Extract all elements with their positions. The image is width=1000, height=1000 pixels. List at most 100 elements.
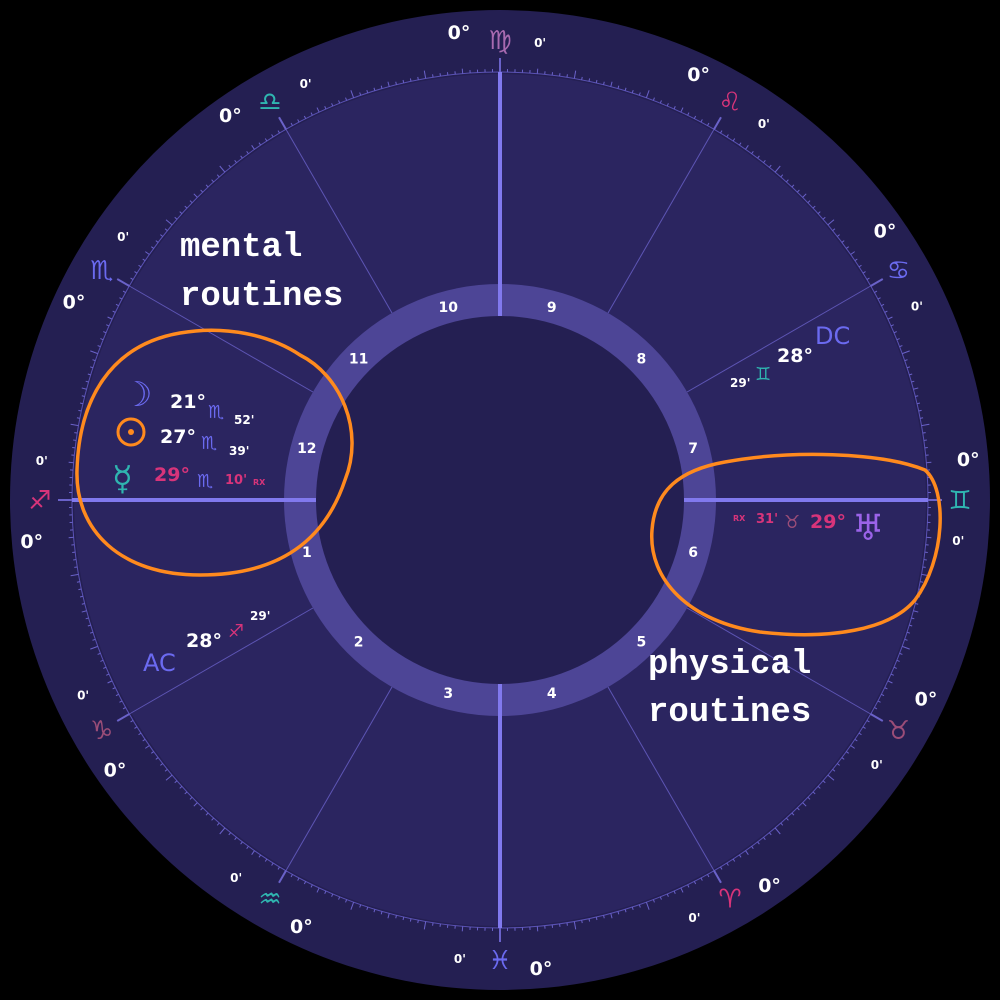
sign-marker-virgo: ♍0°0' — [448, 22, 546, 72]
degree-tick — [106, 324, 110, 327]
degree-tick — [617, 911, 620, 915]
degree-tick — [638, 904, 641, 908]
taurus-minute: 0' — [871, 758, 883, 772]
mercury-degree: 29° — [154, 464, 190, 486]
cancer-icon: ♋ — [887, 256, 910, 286]
physical-routines-note: physical routines — [648, 646, 811, 732]
house-number-4: 4 — [547, 686, 557, 702]
sign-marker-scorpio: ♏0°0' — [63, 230, 130, 313]
degree-tick — [115, 693, 119, 697]
degree-tick — [841, 757, 845, 760]
degree-tick — [97, 652, 101, 655]
degree-tick — [380, 85, 383, 89]
degree-tick — [841, 240, 845, 243]
sign-cusp-tick — [278, 870, 287, 884]
degree-tick — [850, 745, 855, 749]
degree-tick — [893, 666, 897, 669]
degree-tick — [780, 822, 784, 826]
degree-tick — [812, 791, 816, 795]
degree-tick — [906, 366, 911, 369]
degree-tick — [417, 76, 419, 80]
leo-minute: 0' — [758, 117, 770, 131]
degree-tick — [652, 899, 655, 903]
degree-tick — [160, 234, 164, 237]
mercury-retrograde: RX — [253, 478, 266, 487]
degree-tick — [200, 807, 204, 811]
moon-degree: 21° — [170, 391, 206, 413]
degree-tick — [251, 850, 255, 855]
degree-tick — [902, 645, 910, 650]
pisces-degree: 0° — [530, 958, 553, 980]
degree-tick — [666, 893, 669, 897]
degree-tick — [81, 610, 87, 613]
degree-tick — [850, 251, 855, 255]
degree-tick — [693, 115, 697, 119]
uranus-sign-icon: ♉ — [784, 512, 800, 533]
degree-tick — [87, 373, 91, 376]
uranus-minute: 31' — [756, 512, 778, 527]
gemini-degree: 0° — [957, 449, 980, 471]
moon-sign-icon: ♏ — [208, 402, 224, 423]
degree-tick — [807, 796, 811, 800]
degree-tick — [680, 107, 684, 113]
scorpio-icon: ♏ — [90, 256, 113, 286]
degree-tick — [624, 87, 627, 91]
degree-tick — [211, 179, 214, 183]
degree-tick — [258, 854, 262, 858]
degree-tick — [836, 234, 840, 237]
cancer-degree: 0° — [874, 220, 897, 242]
degree-tick — [409, 78, 412, 82]
degree-tick — [310, 884, 313, 888]
degree-tick — [693, 881, 697, 885]
degree-tick — [179, 786, 183, 789]
degree-tick — [817, 786, 821, 789]
degree-tick — [896, 338, 900, 341]
degree-tick — [100, 659, 104, 662]
degree-tick — [638, 92, 641, 96]
degree-tick — [193, 193, 198, 198]
degree-tick — [874, 707, 878, 710]
chart-center — [316, 316, 684, 684]
degree-tick — [890, 324, 894, 327]
degree-tick — [915, 603, 919, 605]
degree-tick — [738, 142, 742, 146]
sign-cusp-tick — [278, 116, 287, 130]
sign-marker-capricorn: ♑0°0' — [77, 688, 130, 782]
degree-tick — [732, 138, 736, 142]
degree-tick — [112, 310, 116, 313]
degree-tick — [745, 850, 749, 855]
sign-cusp-tick — [870, 713, 884, 722]
degree-tick — [659, 100, 662, 104]
degree-tick — [184, 791, 188, 795]
degree-tick — [417, 920, 419, 924]
house-cusp-lines — [129, 129, 871, 871]
cancer-minute: 0' — [911, 300, 923, 314]
degree-tick — [103, 666, 107, 669]
degree-tick — [90, 645, 98, 650]
degree-tick — [303, 881, 307, 885]
degree-tick — [573, 70, 577, 79]
degree-tick — [380, 911, 383, 915]
degree-tick — [854, 738, 858, 742]
degree-tick — [845, 751, 849, 754]
degree-tick — [707, 874, 710, 878]
degree-tick — [822, 216, 826, 220]
degree-tick — [890, 673, 894, 676]
degree-tick — [264, 138, 268, 142]
degree-tick — [164, 228, 168, 232]
planet-sun: 27° ♏ 39' — [116, 417, 249, 458]
planet-mercury: ☿ 29° ♏ 10' RX — [112, 459, 266, 499]
degree-tick — [130, 720, 134, 723]
degree-tick — [680, 887, 684, 893]
house-cusp-line — [686, 607, 871, 715]
house-number-12: 12 — [297, 441, 316, 457]
degree-tick — [751, 151, 754, 155]
degree-tick — [866, 720, 870, 723]
degree-tick — [366, 89, 369, 94]
house-number-3: 3 — [443, 686, 453, 702]
degree-tick — [631, 89, 634, 94]
degree-tick — [76, 417, 80, 419]
scorpio-degree: 0° — [63, 291, 86, 313]
degree-tick — [673, 890, 676, 894]
